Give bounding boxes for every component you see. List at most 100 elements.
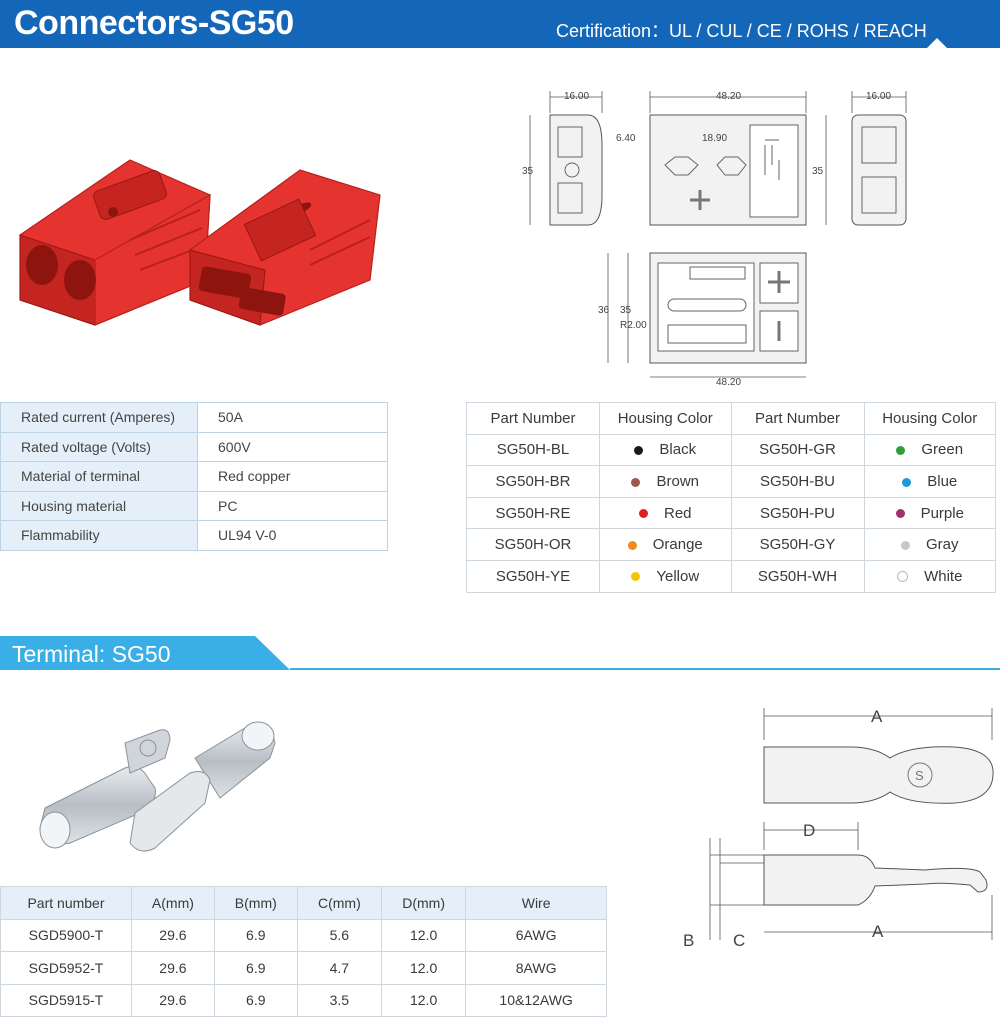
- terminal-photo: [39, 721, 276, 852]
- terminal-top-view: S: [763, 708, 994, 804]
- dim-35-bottom: 35: [620, 305, 632, 316]
- connector-dimension-drawing: 16.00 35 48.20 6.40 18.90 35 16.00: [522, 91, 907, 388]
- svg-text:S: S: [915, 768, 924, 783]
- part-number-cell: SG50H-BL: [466, 433, 600, 467]
- part-number-cell: SG50H-WH: [730, 559, 865, 593]
- front-view: [649, 91, 827, 226]
- color-name: Yellow: [656, 567, 700, 585]
- part-number-cell: SG50H-OR: [466, 528, 600, 561]
- color-swatch-icon: [897, 571, 909, 583]
- table-row: SG50H-YE Yellow SG50H-WH White: [466, 559, 996, 593]
- spec-value: PC: [197, 490, 388, 521]
- table-cell: 8AWG: [465, 951, 607, 985]
- table-cell: 10&12AWG: [465, 983, 607, 1017]
- connector-photo: [19, 159, 381, 326]
- table-row: Rated voltage (Volts)600V: [0, 431, 388, 462]
- col-header: Housing Color: [863, 402, 996, 435]
- label-b: B: [683, 931, 694, 950]
- table-cell: 3.5: [296, 983, 382, 1017]
- housing-color-cell: White: [863, 559, 996, 593]
- color-swatch-icon: [631, 572, 641, 582]
- terminal-section-bar: [0, 636, 1000, 670]
- housing-color-cell: Orange: [599, 528, 732, 561]
- color-name: Orange: [652, 536, 703, 554]
- part-number-cell: SG50H-BU: [730, 465, 865, 498]
- table-cell: 4.7: [296, 951, 382, 985]
- side-view-right: [851, 91, 907, 226]
- part-number-cell: SG50H-RE: [466, 496, 600, 530]
- housing-color-cell: Green: [863, 433, 996, 467]
- label-a-bottom: A: [872, 922, 884, 941]
- color-swatch-icon: [900, 540, 910, 550]
- part-number-cell: SG50H-YE: [466, 559, 600, 593]
- table-cell: SGD5915-T: [0, 983, 132, 1017]
- color-swatch-icon: [631, 477, 641, 487]
- dim-16-left: 16.00: [564, 91, 589, 102]
- housing-color-cell: Blue: [863, 465, 996, 498]
- table-cell: SGD5900-T: [0, 918, 132, 952]
- housing-color-cell: Black: [599, 433, 732, 467]
- col-header: Housing Color: [599, 402, 732, 435]
- color-swatch-icon: [634, 445, 644, 455]
- table-cell: 6.9: [213, 951, 298, 985]
- color-name: Brown: [656, 472, 700, 490]
- table-cell: 5.6: [296, 918, 382, 952]
- housing-color-cell: Red: [599, 496, 732, 530]
- table-cell: 12.0: [380, 983, 467, 1017]
- col-header: A(mm): [131, 886, 215, 920]
- color-name: Red: [663, 504, 692, 522]
- table-row: SG50H-RE Red SG50H-PU Purple: [466, 496, 996, 530]
- table-cell: 29.6: [131, 951, 215, 985]
- color-swatch-icon: [627, 540, 637, 550]
- page-title: Connectors-SG50: [14, 4, 294, 42]
- col-header: C(mm): [296, 886, 382, 920]
- part-number-cell: SG50H-PU: [730, 496, 865, 530]
- dim-48-top: 48.20: [716, 91, 741, 102]
- table-cell: 6.9: [213, 983, 298, 1017]
- color-swatch-icon: [895, 509, 905, 519]
- col-header: Part Number: [730, 402, 865, 435]
- dim-35-right: 35: [812, 166, 824, 177]
- color-name: Black: [659, 441, 697, 459]
- col-header: Part Number: [466, 402, 600, 435]
- color-swatch-icon: [638, 509, 648, 519]
- spec-value: 50A: [197, 402, 388, 433]
- spec-value: 600V: [197, 431, 388, 462]
- color-name: Gray: [925, 536, 959, 554]
- spec-value: Red copper: [197, 461, 388, 492]
- left-connector-image: [19, 159, 211, 326]
- color-name: Blue: [927, 472, 958, 490]
- spec-label: Housing material: [0, 490, 198, 521]
- housing-color-cell: Yellow: [599, 559, 732, 593]
- spec-label: Flammability: [0, 520, 198, 551]
- dim-r2: R2.00: [620, 320, 647, 331]
- table-header-row: Part Number Housing Color Part Number Ho…: [466, 402, 996, 435]
- table-cell: 6.9: [213, 918, 298, 952]
- side-view-left: [529, 91, 603, 226]
- terminal-section-title: Terminal: SG50: [12, 641, 171, 667]
- bottom-view: [607, 252, 807, 378]
- color-name: White: [924, 567, 963, 585]
- part-number-cell: SG50H-GR: [730, 433, 865, 467]
- header-bar: [0, 0, 1000, 48]
- table-header-row: Part number A(mm) B(mm) C(mm) D(mm) Wire: [0, 886, 607, 920]
- table-cell: 12.0: [380, 951, 467, 985]
- label-a-top: A: [871, 707, 883, 726]
- dim-48-bottom: 48.20: [716, 377, 741, 388]
- spec-label: Rated current (Amperes): [0, 402, 198, 433]
- terminal-dimension-drawing: S A D B C A: [683, 707, 994, 950]
- color-name: Purple: [920, 504, 964, 522]
- dim-1890: 18.90: [702, 133, 727, 144]
- table-cell: 29.6: [131, 918, 215, 952]
- housing-color-cell: Brown: [599, 465, 732, 498]
- spec-value: UL94 V-0: [197, 520, 388, 551]
- housing-color-table: Part Number Housing Color Part Number Ho…: [466, 402, 996, 593]
- spec-label: Material of terminal: [0, 461, 198, 492]
